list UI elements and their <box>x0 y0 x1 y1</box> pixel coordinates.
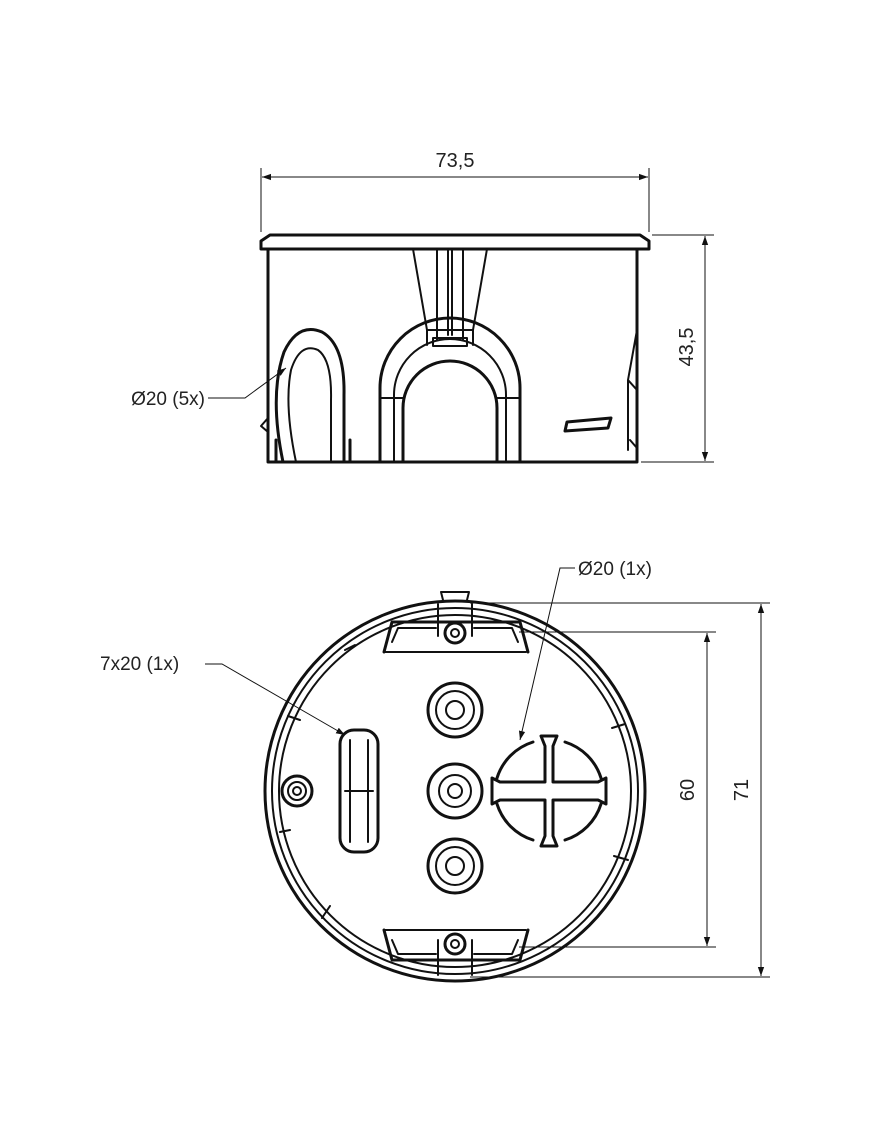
rim-flange <box>259 233 651 251</box>
top-bracket <box>382 620 530 654</box>
top-view: Ø20 (1x) 7x20 (1x) 60 71 <box>100 559 770 983</box>
round-knockout <box>490 734 608 848</box>
side-view: 73,5 43,5 Ø20 (5x) <box>131 150 714 464</box>
outer-ring <box>263 599 647 983</box>
bottom-bracket <box>382 928 530 976</box>
left-screw-boss <box>280 774 314 808</box>
inner-dimension-value: 60 <box>677 779 699 801</box>
knockout-callout-label: Ø20 (5x) <box>131 389 205 410</box>
mounting-bosses <box>426 681 484 895</box>
top-tab <box>440 591 470 601</box>
box-body <box>266 247 639 464</box>
side-slot <box>563 416 613 433</box>
round-entry-callout-label: Ø20 (1x) <box>578 559 652 580</box>
height-dimension-value: 43,5 <box>676 328 698 367</box>
left-knockout <box>274 328 352 464</box>
left-side-tabs <box>279 644 356 919</box>
knockout-leader <box>208 367 287 399</box>
side-clip <box>260 417 269 433</box>
slot-knockout <box>338 728 380 854</box>
central-knockout <box>378 316 522 464</box>
round-entry-leader <box>518 567 575 741</box>
right-side-tabs <box>611 723 629 861</box>
right-edge <box>627 329 638 451</box>
slot-callout-label: 7x20 (1x) <box>100 654 179 675</box>
outer-dimension-value: 71 <box>731 779 753 801</box>
width-dimension-value: 73,5 <box>436 150 475 172</box>
slot-leader <box>205 663 346 736</box>
